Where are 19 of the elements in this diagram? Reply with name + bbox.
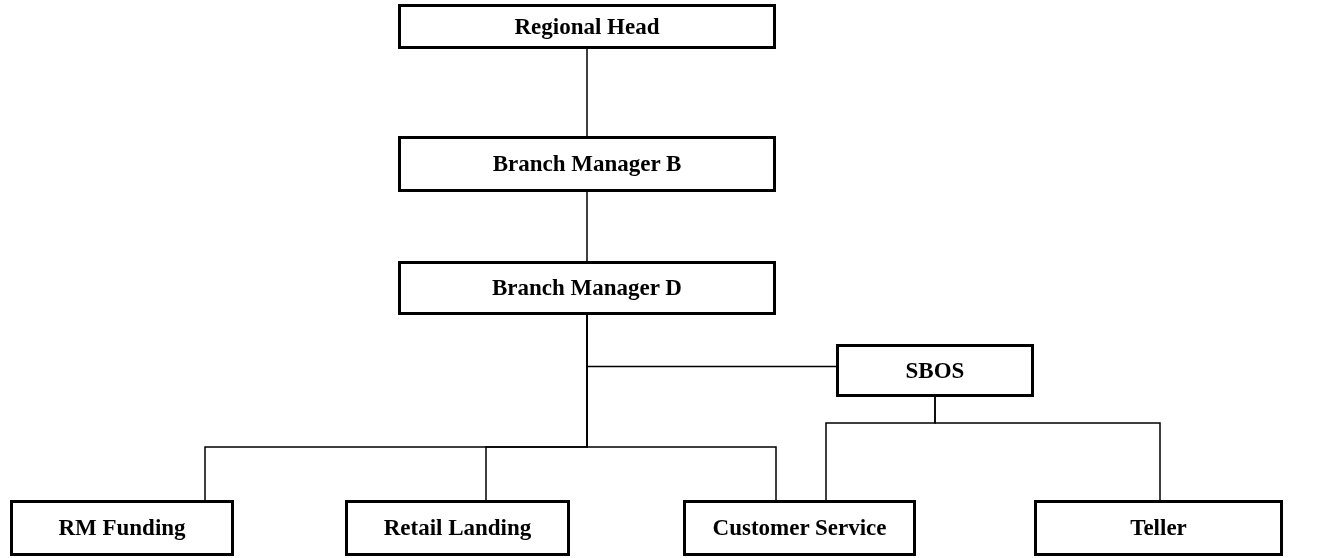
connector-line — [934, 396, 1161, 501]
role-title: Regional Head — [514, 13, 660, 40]
role-title: Teller — [1130, 515, 1187, 541]
role-box — [683, 500, 916, 556]
role-title: Customer Service — [712, 515, 887, 541]
role-box — [398, 261, 776, 315]
connector-line — [586, 191, 588, 262]
role-box — [398, 136, 776, 192]
role-box — [398, 4, 776, 49]
role-box — [345, 500, 570, 556]
role-box — [1034, 500, 1283, 556]
role-box — [10, 500, 234, 556]
role-title: Retail Landing — [383, 515, 532, 541]
role-title: SBOS — [905, 357, 965, 384]
role-box — [836, 344, 1034, 397]
connector-line — [586, 48, 588, 137]
role-title: Branch Manager D — [492, 275, 682, 301]
role-title: RM Funding — [58, 515, 186, 541]
role-title: Branch Manager B — [492, 151, 682, 177]
